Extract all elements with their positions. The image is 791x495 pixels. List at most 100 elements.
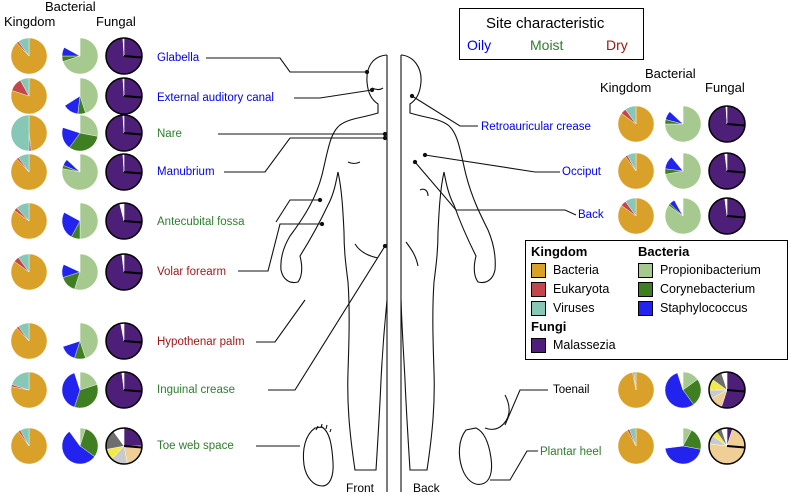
fungal-pie-left-2-indicator (123, 132, 143, 136)
pie-slice-viruses (18, 153, 30, 173)
pie-slice-other (74, 371, 81, 391)
pie-slice-viruses (20, 77, 30, 97)
leader-line (224, 137, 385, 173)
pie-slice-other (61, 322, 81, 347)
fungal-pie-left-6-indicator (123, 340, 143, 344)
front-body-outline (280, 54, 388, 471)
pie-slice-staphylococcus (664, 445, 701, 465)
pie-slice-staphylococcus (61, 372, 81, 408)
legend-item-corynebacterium: Corynebacterium (660, 282, 756, 296)
pie-slice-other (63, 202, 81, 222)
bacterial-pie-left-5 (61, 253, 99, 291)
leader-line (238, 223, 322, 272)
back-label: Back (413, 481, 440, 495)
toenail-outline (484, 394, 510, 430)
kingdom-pie-right-2 (617, 197, 655, 235)
pie-slice-other (69, 427, 81, 447)
pie-slice-other (677, 371, 684, 391)
pie-slice-propionibacterium (79, 322, 99, 359)
front-hip-detail (354, 243, 379, 259)
leader-line (256, 299, 306, 343)
leader-line (411, 95, 478, 127)
fungal-pie-right-3-outline (708, 371, 746, 409)
fungal-pie-left-3-outline (105, 153, 143, 191)
fungal-pie-left-8-indicator (123, 445, 143, 449)
fungal-pie-left-4-outline (105, 202, 143, 240)
pie-slice-viruses (11, 371, 30, 391)
kingdom-pie-right-0 (617, 105, 655, 143)
pie-slice-other (674, 197, 684, 217)
leader-line-endpoint (364, 69, 370, 75)
leader-line-endpoint (382, 243, 388, 249)
pie-slice-staphylococcus (61, 431, 95, 465)
bacterial-pie-right-2 (664, 197, 702, 235)
site-label-external-auditory-canal: External auditory canal (157, 92, 274, 104)
leader-line (206, 57, 367, 73)
site-label-retroauricular-crease: Retroauricular crease (481, 121, 591, 133)
pie-slice-viruses (629, 427, 637, 447)
legend-item-malassezia: Malassezia (553, 338, 616, 352)
leader-line (490, 450, 538, 481)
fungal-pie-left-1-indicator (123, 95, 143, 99)
bacterial-pie-right-0 (664, 105, 702, 143)
front-foot-outline (302, 426, 334, 487)
bacterial-pie-right-4 (664, 427, 702, 465)
legend-item-staphylococcus: Staphylococcus (660, 301, 748, 315)
pie-slice-viruses (627, 152, 637, 172)
fungal-pie-left-1-outline (105, 77, 143, 115)
site-label-manubrium: Manubrium (157, 166, 215, 178)
pie-slice-viruses (625, 105, 637, 125)
pie-slice-other (63, 253, 81, 273)
back-body-outline (400, 54, 496, 471)
site-label-inguinal-crease: Inguinal crease (157, 384, 235, 396)
leader-line-endpoint (319, 221, 325, 227)
legend-item-eukaryota: Eukaryota (553, 282, 610, 296)
site-characteristic-title: Site characteristic (486, 15, 605, 32)
leader-line-endpoint (317, 197, 323, 203)
right-header-fungal: Fungal (705, 80, 745, 95)
fungal-pie-left-2-outline (105, 114, 143, 152)
fungal-pie-left-3-indicator (123, 171, 143, 175)
fungal-pie-right-3-indicator (726, 389, 746, 393)
leader-line-endpoint (412, 159, 418, 165)
pie-slice-viruses (16, 202, 30, 222)
fungal-pie-left-8-outline (105, 427, 143, 465)
kingdom-pie-left-0 (10, 37, 48, 75)
right-header-kingdom: Kingdom (600, 80, 652, 95)
fungal-pie-right-4-indicator (726, 445, 746, 449)
site-label-antecubital-fossa: Antecubital fossa (157, 216, 245, 228)
leader-line-endpoint (409, 93, 415, 99)
fungal-pie-left-5-outline (105, 253, 143, 291)
site-label-hypothenar-palm: Hypothenar palm (157, 336, 245, 348)
left-header-fungal: Fungal (96, 14, 136, 29)
site-label-glabella: Glabella (157, 52, 200, 64)
front-toes (315, 423, 332, 433)
legend-bacteria-title: Bacteria (638, 244, 690, 259)
leader-line-endpoint (369, 87, 375, 93)
legend-swatch-viruses (531, 301, 546, 316)
kingdom-pie-left-8 (10, 427, 48, 465)
fungal-pie-left-0-indicator (123, 55, 143, 59)
legend-item-propionibacterium: Propionibacterium (660, 263, 761, 277)
kingdom-pie-right-3 (617, 371, 655, 409)
bacterial-pie-left-4 (61, 202, 99, 240)
site-type-dry: Dry (606, 37, 628, 53)
fungal-pie-left-0-outline (105, 37, 143, 75)
legend-swatch-malassezia (531, 338, 546, 353)
fungal-pie-right-0-indicator (726, 123, 746, 127)
legend-swatch-eukaryota (531, 282, 546, 297)
pie-slice-staphylococcus (664, 372, 694, 409)
pie-slice-corynebacterium (79, 428, 99, 457)
site-characteristic-box (459, 8, 644, 60)
site-label-toenail: Toenail (553, 384, 590, 396)
pie-slice-other (671, 152, 684, 172)
fungal-pie-left-5-indicator (123, 271, 143, 275)
kingdom-pie-right-4 (617, 427, 655, 465)
leader-line (294, 89, 373, 99)
pie-slice-viruses (625, 197, 637, 217)
pie-slice-other (61, 77, 81, 106)
leader-line-endpoint (382, 131, 388, 137)
legend-swatch-corynebacterium (638, 282, 653, 297)
